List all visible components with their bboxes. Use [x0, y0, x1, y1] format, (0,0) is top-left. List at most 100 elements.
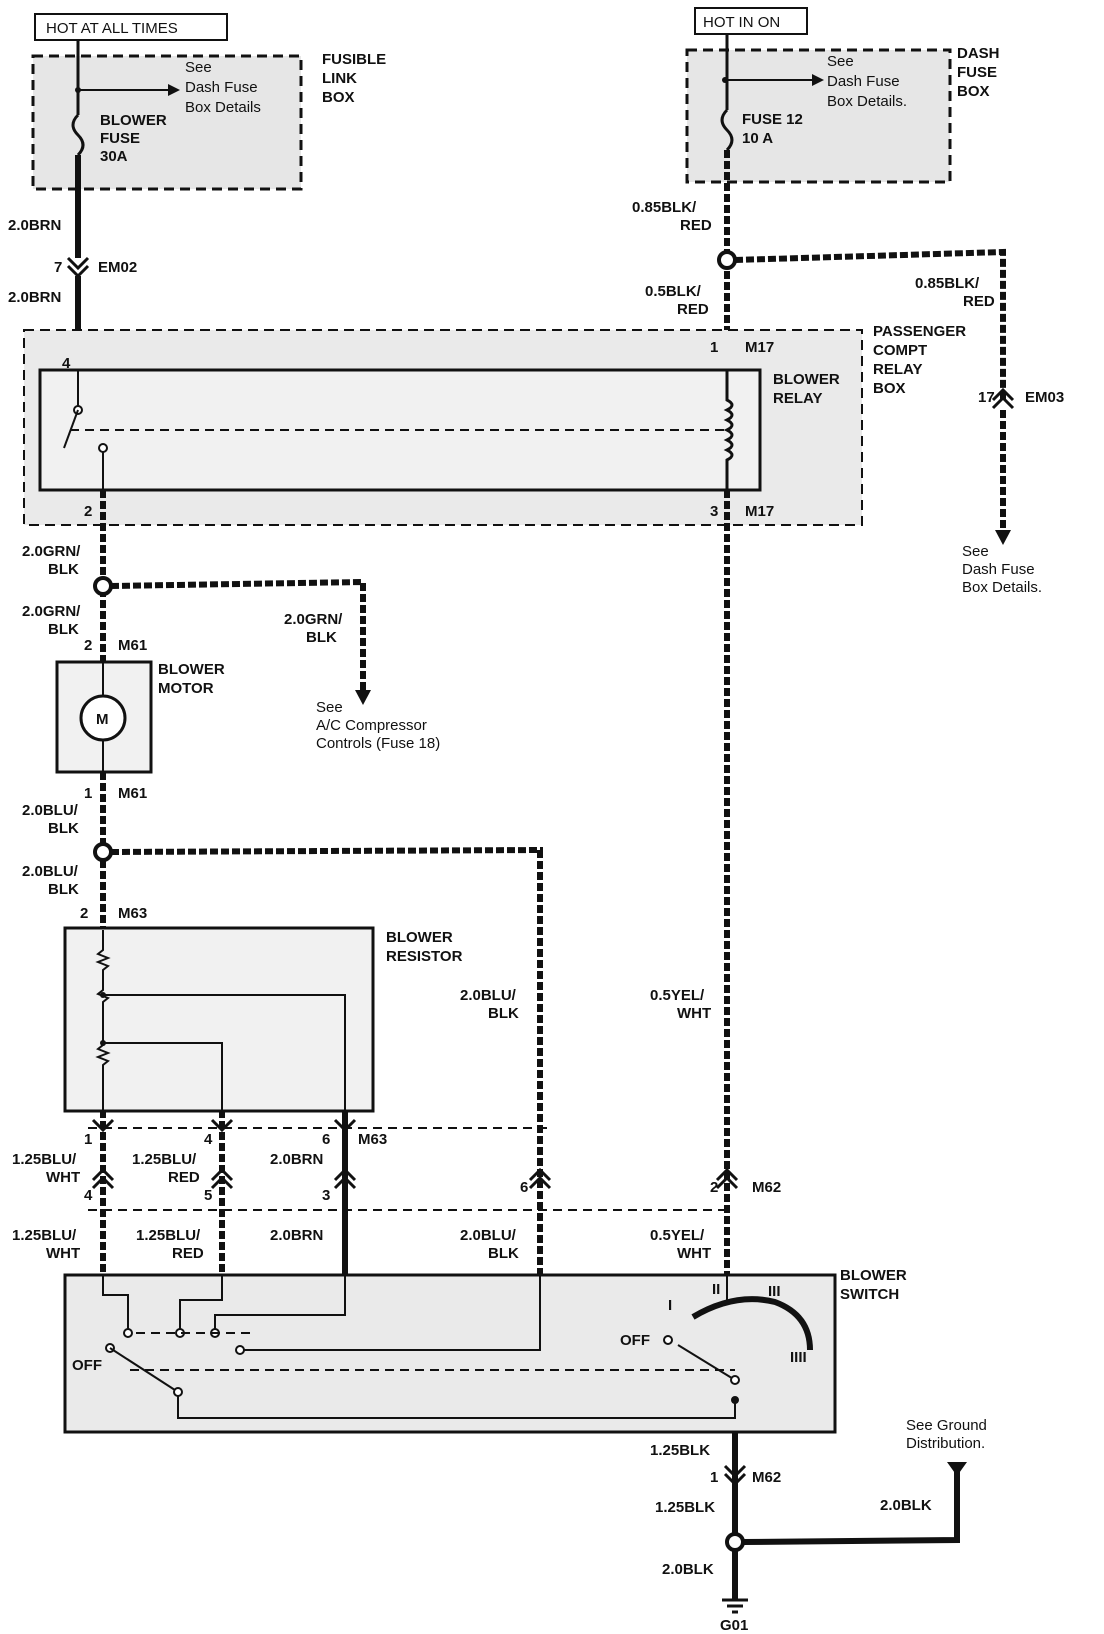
m62-bot-pin: 1 — [710, 1469, 718, 1486]
splice-dot-grn — [93, 576, 113, 596]
wire-2blublk-1a: 2.0BLU/ — [22, 802, 79, 819]
relay-pin-4: 4 — [62, 355, 71, 372]
relay-coil-icon — [723, 370, 734, 490]
blower-switch — [63, 1273, 837, 1434]
wire-085blkred-top-2: RED — [680, 217, 712, 234]
wire-125blured-2b: RED — [172, 1245, 204, 1262]
switch-pos-4: IIII — [790, 1349, 807, 1366]
relay-box-title-2: COMPT — [873, 342, 927, 359]
wire-125bluwht-1a: 1.25BLU/ — [12, 1151, 77, 1168]
m63-top-pin: 2 — [80, 905, 88, 922]
wire-125bluwht-1b: WHT — [46, 1169, 80, 1186]
m62-pin-3: 3 — [322, 1187, 330, 1204]
wire-2blublk-1b: BLK — [48, 820, 79, 837]
see-dash-right-1: See — [962, 543, 989, 560]
wire-2brn-2: 2.0BRN — [8, 289, 61, 306]
arrow-down-ac-icon — [355, 690, 371, 705]
wire-2brn-4: 2.0BRN — [270, 1227, 323, 1244]
blower-relay-title-2: RELAY — [773, 390, 822, 407]
switch-off-left: OFF — [72, 1357, 102, 1374]
blower-resistor — [63, 926, 375, 1113]
m17-top-label: M17 — [745, 339, 774, 356]
wire-05yelwht-2a: 0.5YEL/ — [650, 1227, 705, 1244]
switch-internal-icon — [102, 1275, 813, 1419]
dash-fuse-box — [685, 48, 952, 184]
splice-dot-top-right — [717, 250, 737, 270]
wire-2blublk-3a: 2.0BLU/ — [460, 987, 517, 1004]
m63-top-label: M63 — [118, 905, 147, 922]
m63-pin-6: 6 — [322, 1131, 330, 1148]
blower-motor-title-1: BLOWER — [158, 661, 225, 678]
see-ac-3: Controls (Fuse 18) — [316, 735, 440, 752]
ground-icon — [722, 1598, 748, 1614]
wire-2grnblk-3b: BLK — [306, 629, 337, 646]
switch-pos-1: I — [668, 1297, 672, 1314]
see-ground-1: See Ground — [906, 1417, 987, 1434]
splice-dot-blu — [93, 842, 113, 862]
see-dash-right-3: Box Details. — [962, 579, 1042, 596]
fuse-12-amps: 10 A — [742, 130, 773, 147]
m17-top-pin: 1 — [710, 339, 718, 356]
hot-in-on-label: HOT IN ON — [703, 14, 780, 31]
relay-box-title-4: BOX — [873, 380, 906, 397]
wire-125bluwht-2b: WHT — [46, 1245, 80, 1262]
m61-top-label: M61 — [118, 637, 147, 654]
wire-05blkred-1: 0.5BLK/ — [645, 283, 702, 300]
switch-pos-3: III — [768, 1283, 781, 1300]
wire-05yelwht-2b: WHT — [677, 1245, 711, 1262]
em03-pin: 17 — [978, 389, 995, 406]
m62-top-label: M62 — [752, 1179, 781, 1196]
m62-bot-label: M62 — [752, 1469, 781, 1486]
blower-fuse-2: FUSE — [100, 130, 140, 147]
fusible-link-box-title-2: LINK — [322, 70, 357, 87]
see-ground-2: Distribution. — [906, 1435, 985, 1452]
dash-see-1: See — [827, 53, 854, 70]
hot-at-all-times-box — [34, 13, 228, 41]
dash-see-2: Dash Fuse — [827, 73, 900, 90]
see-dash-right-2: Dash Fuse — [962, 561, 1035, 578]
wire-125blured-1b: RED — [168, 1169, 200, 1186]
m17-bot-pin: 3 — [710, 503, 718, 520]
m62-pin-2: 2 — [710, 1179, 718, 1196]
blower-relay-title-1: BLOWER — [773, 371, 840, 388]
wire-2blublk-2b: BLK — [48, 881, 79, 898]
em02-connector-icon — [66, 256, 90, 279]
hot-in-on-box — [694, 7, 808, 35]
wire-085blkred-top-1: 0.85BLK/ — [632, 199, 697, 216]
m62-connector-icons — [91, 1118, 739, 1190]
wire-2brn-top: 2.0BRN — [8, 217, 61, 234]
hot-at-all-times-label: HOT AT ALL TIMES — [46, 20, 178, 37]
wire-2grnblk-1b: BLK — [48, 561, 79, 578]
blower-motor-title-2: MOTOR — [158, 680, 214, 697]
wire-125blk-1: 1.25BLK — [650, 1442, 710, 1459]
em03-connector-icon — [991, 387, 1015, 410]
wire-2blublk-4b: BLK — [488, 1245, 519, 1262]
switch-pos-2: II — [712, 1281, 720, 1298]
ground-ref-arrow-icon — [947, 1462, 967, 1476]
wire-2blublk-3b: BLK — [488, 1005, 519, 1022]
blower-fuse-1: BLOWER — [100, 112, 167, 129]
wire-05yelwht-1b: WHT — [677, 1005, 711, 1022]
arrow-down-icon — [995, 530, 1011, 545]
wire-085blkred-right-2: RED — [963, 293, 995, 310]
wire-125blured-2a: 1.25BLU/ — [136, 1227, 201, 1244]
m63-bot-label: M63 — [358, 1131, 387, 1148]
blower-resistor-title-2: RESISTOR — [386, 948, 463, 965]
wire-125blured-1a: 1.25BLU/ — [132, 1151, 197, 1168]
blower-resistor-title-1: BLOWER — [386, 929, 453, 946]
dash-fuse-box-title-3: BOX — [957, 83, 990, 100]
fuse-12-label: FUSE 12 — [742, 111, 803, 128]
m63-pin-4: 4 — [204, 1131, 213, 1148]
wire-05yelwht-1a: 0.5YEL/ — [650, 987, 705, 1004]
blower-switch-title-2: SWITCH — [840, 1286, 899, 1303]
fusible-link-box-title-1: FUSIBLE — [322, 51, 386, 68]
dash-fuse-box-title-1: DASH — [957, 45, 1000, 62]
fusible-see-3: Box Details — [185, 99, 261, 116]
see-ac-1: See — [316, 699, 343, 716]
wire-2grnblk-3a: 2.0GRN/ — [284, 611, 343, 628]
m61-top-pin: 2 — [84, 637, 92, 654]
wire-05blkred-2: RED — [677, 301, 709, 318]
relay-box-title-3: RELAY — [873, 361, 922, 378]
motor-symbol: M — [96, 711, 109, 728]
